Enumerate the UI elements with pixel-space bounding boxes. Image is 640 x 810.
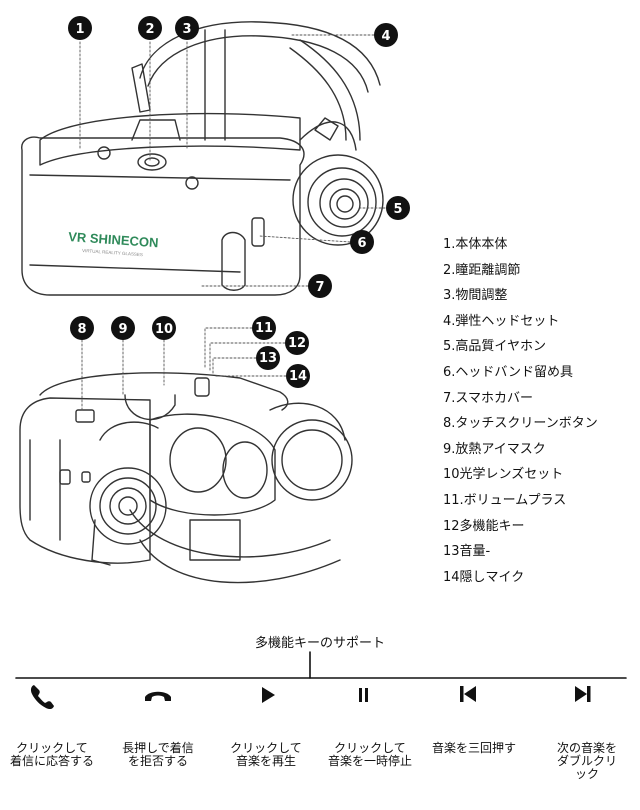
part-item-7: 7.スマホカバー: [443, 390, 534, 406]
svg-text:11: 11: [255, 321, 273, 336]
callout-14: 14: [286, 364, 310, 388]
callout-13: 13: [256, 346, 280, 370]
callout-4: 4: [374, 23, 398, 47]
function-reject-call: 長押しで着信 を拒否する: [108, 742, 208, 768]
function-label-line: 長押しで着信: [122, 741, 194, 755]
phone-answer-icon: [30, 685, 54, 710]
callout-6: 6: [350, 230, 374, 254]
function-play-music: クリックして 音楽を再生: [218, 742, 314, 768]
callout-10: 10: [152, 316, 176, 340]
function-label-line: 音楽を一時停止: [327, 754, 412, 768]
callout-11: 11: [252, 316, 276, 340]
headset-brand-sublabel: VIRTUAL REALITY GLASSES: [82, 248, 143, 257]
headset-brand-label: VR SHINECON: [68, 229, 159, 250]
callout-1: 1: [68, 16, 92, 40]
skip-back-icon: [460, 686, 476, 702]
function-label-line: を拒否する: [127, 754, 188, 768]
callout-5: 5: [386, 196, 410, 220]
callout-leader-lines: [79, 34, 386, 411]
svg-text:8: 8: [77, 322, 86, 337]
svg-text:4: 4: [381, 29, 390, 44]
function-label-line: 音楽を三回押す: [431, 741, 516, 755]
callout-badges: 1 2 3 4 5 6 7 8 9 10 11 12 13 14: [68, 16, 410, 388]
part-item-12: 12多機能キー: [443, 518, 525, 534]
part-item-4: 4.弾性ヘッドセット: [443, 313, 560, 329]
part-item-14: 14隠しマイク: [443, 569, 525, 585]
svg-text:14: 14: [289, 369, 307, 384]
svg-text:6: 6: [357, 236, 366, 251]
part-item-8: 8.タッチスクリーンボタン: [443, 416, 598, 432]
part-item-2: 2.瞳距離調節: [443, 262, 521, 278]
function-label-line: クリックして: [334, 741, 406, 755]
phone-hangup-icon: [145, 691, 171, 701]
svg-text:2: 2: [145, 22, 154, 37]
function-label-line: 次の音楽を: [556, 741, 617, 755]
part-item-9: 9.放熱アイマスク: [443, 441, 546, 457]
parts-legend: 1.本体本体 2.瞳距離調節 3.物間調整 4.弾性ヘッドセット 5.高品質イヤ…: [443, 232, 598, 590]
function-label-line: ダブルクリ: [556, 754, 617, 768]
function-label-line: 着信に応答する: [9, 754, 94, 768]
function-answer-call: クリックして 着信に応答する: [2, 742, 102, 768]
function-label-line: クリックして: [230, 741, 302, 755]
part-item-13: 13音量-: [443, 544, 491, 560]
callout-12: 12: [285, 331, 309, 355]
callout-8: 8: [70, 316, 94, 340]
skip-forward-icon: [575, 686, 591, 702]
callout-7: 7: [308, 274, 332, 298]
play-icon: [262, 687, 275, 703]
callout-2: 2: [138, 16, 162, 40]
svg-text:12: 12: [288, 336, 306, 351]
svg-text:7: 7: [315, 280, 324, 295]
function-previous-track: 音楽を三回押す: [424, 742, 524, 755]
headset-rear-illustration: [19, 372, 353, 584]
part-item-3: 3.物間調整: [443, 288, 508, 304]
svg-text:13: 13: [259, 351, 277, 366]
part-item-5: 5.高品質イヤホン: [443, 339, 547, 355]
svg-text:1: 1: [75, 22, 84, 37]
svg-text:10: 10: [155, 322, 173, 337]
svg-text:5: 5: [393, 202, 402, 217]
part-item-6: 6.ヘッドバンド留め具: [443, 364, 574, 380]
support-title: 多機能キーのサポート: [254, 636, 385, 651]
svg-text:3: 3: [182, 22, 191, 37]
callout-3: 3: [175, 16, 199, 40]
headset-front-illustration: [21, 21, 384, 296]
function-label-line: クリックして: [16, 741, 88, 755]
part-item-1: 1.本体本体: [443, 237, 508, 252]
callout-9: 9: [111, 316, 135, 340]
part-item-11: 11.ボリュームプラス: [443, 492, 567, 508]
function-pause-music: クリックして 音楽を一時停止: [318, 742, 422, 768]
pause-icon: [359, 688, 368, 702]
function-next-track: 次の音楽を ダブルクリ ック: [548, 742, 626, 781]
part-item-10: 10光学レンズセット: [443, 467, 564, 483]
function-label-line: 音楽を再生: [235, 754, 296, 768]
function-label-line: ック: [574, 767, 599, 781]
svg-text:9: 9: [118, 322, 127, 337]
